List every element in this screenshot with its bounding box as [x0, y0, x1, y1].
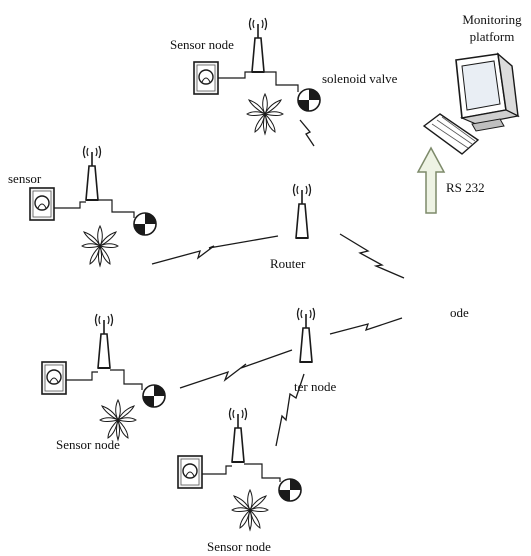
wireless-links: [151, 119, 405, 447]
plant-icon: [231, 489, 269, 531]
solenoid-valve-icon: [142, 384, 166, 408]
sensor-node-bottom: [177, 407, 302, 531]
rs232-arrow: [416, 146, 446, 214]
monitoring-platform: [422, 52, 520, 155]
plant-icon: [99, 399, 137, 441]
wireless-link-icon: [151, 235, 279, 265]
monitoring-platform-label-line2: platform: [469, 29, 515, 44]
router-label: Router: [270, 256, 306, 271]
sensor-icon: [177, 455, 203, 489]
computer-icon: [455, 52, 520, 132]
solenoid-valve-icon: [133, 212, 157, 236]
antenna-icon: [248, 17, 268, 73]
solenoid-valve-label: solenoid valve: [322, 71, 398, 86]
keyboard-icon: [422, 113, 480, 155]
solenoid-valve-icon: [278, 478, 302, 502]
sensor-label: sensor: [8, 171, 42, 186]
sensor-icon: [41, 361, 67, 395]
plant-icon: [81, 225, 119, 267]
sensor-node-left-label: Sensor node: [56, 437, 120, 452]
plant-icon: [246, 93, 284, 135]
sensor-node-left-top: [29, 145, 157, 267]
antenna-icon: [94, 313, 114, 369]
sensor-node-top-label: Sensor node: [170, 37, 234, 52]
wireless-link-icon: [179, 349, 293, 389]
router-node-label: ter node: [294, 379, 337, 394]
wireless-link-icon: [275, 373, 305, 447]
antenna-icon: [228, 407, 248, 463]
monitoring-platform-label-line1: Monitoring: [462, 12, 522, 27]
antenna-icon: [292, 183, 312, 239]
sensor-icon: [193, 61, 219, 95]
solenoid-valve-icon: [297, 88, 321, 112]
ode-label: ode: [450, 305, 469, 320]
router-center: [292, 183, 312, 239]
sensor-node-bottom-label: Sensor node: [207, 539, 271, 554]
wireless-link-icon: [339, 233, 405, 279]
wireless-link-icon: [329, 317, 403, 335]
rs232-label: RS 232: [446, 180, 485, 195]
wireless-link-icon: [299, 119, 315, 147]
antenna-icon: [296, 307, 316, 363]
router-node-lower: [296, 307, 316, 363]
antenna-icon: [82, 145, 102, 201]
sensor-icon: [29, 187, 55, 221]
arrow-icon: [416, 146, 446, 214]
sensor-node-top: [193, 17, 321, 135]
sensor-node-left-bottom: [41, 313, 166, 441]
